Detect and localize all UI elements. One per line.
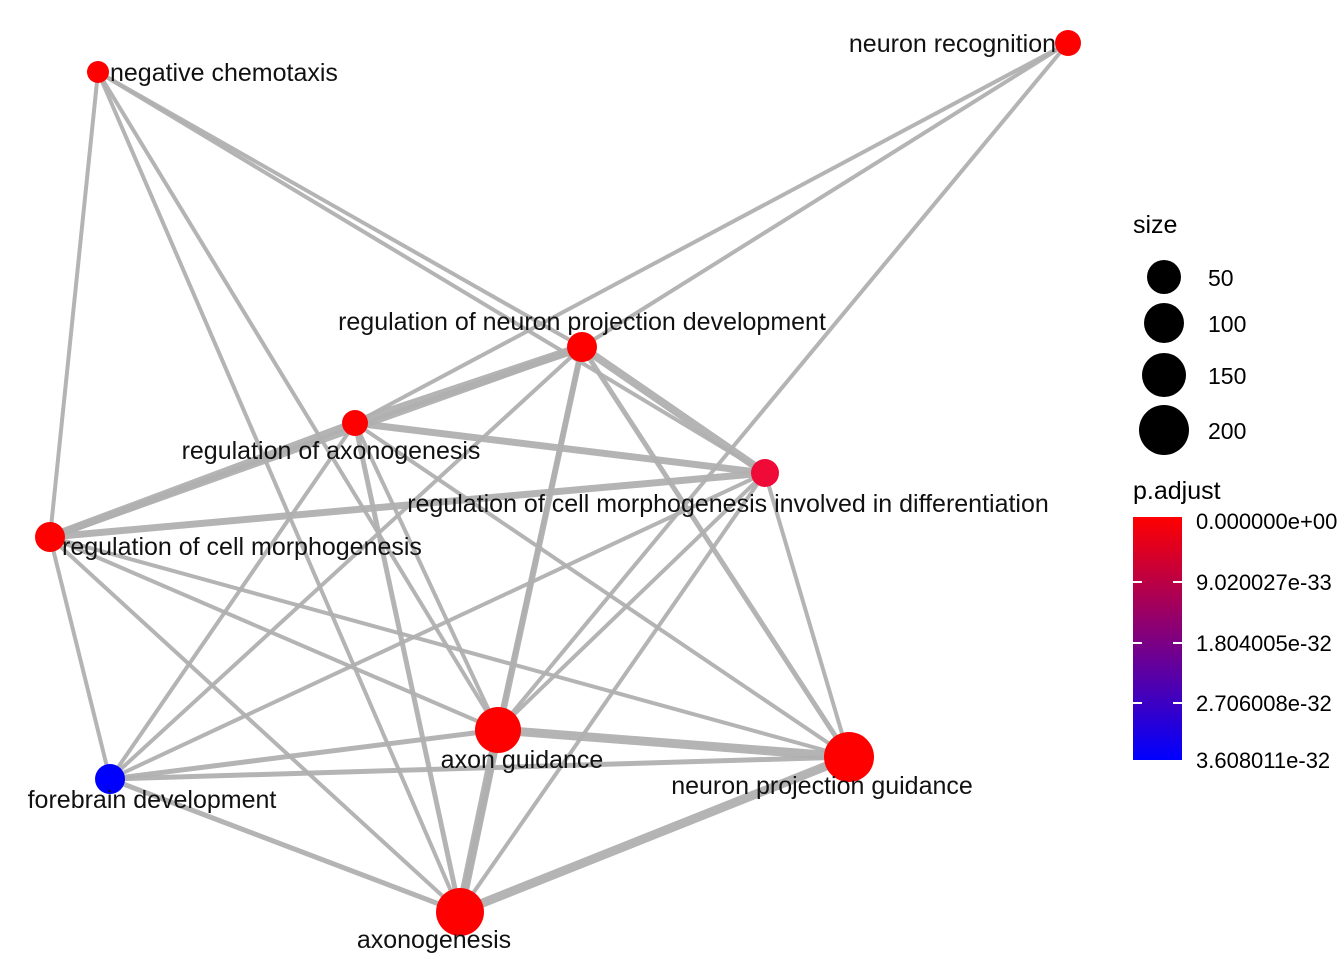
size-legend-title: size [1133, 211, 1177, 239]
network-edge [353, 422, 500, 731]
network-edge [48, 419, 357, 541]
network-edge [352, 422, 463, 913]
network-edge [455, 729, 503, 913]
network-edge [109, 727, 499, 782]
node-label-regulation-of-axonogenesis: regulation of axonogenesis [182, 437, 481, 465]
network-edge [109, 471, 766, 781]
padjust-colorbar [1133, 517, 1182, 760]
node-label-axon-guidance: axon guidance [441, 746, 604, 774]
node-label-layer: negative chemotaxis neuron recognition reg… [28, 30, 1056, 954]
colorbar-tick-label: 1.804005e-32 [1196, 631, 1332, 656]
node-layer [35, 30, 1081, 936]
network-node-regulation-of-axonogenesis[interactable] [342, 410, 368, 436]
network-edge [763, 472, 851, 758]
node-label-forebrain-development: forebrain development [28, 786, 277, 814]
network-edge [109, 776, 461, 915]
network-node-regulation-of-neuron-projection-development[interactable] [567, 332, 597, 362]
size-legend-label-200: 200 [1208, 418, 1246, 444]
colorbar-tick-label: 9.020027e-33 [1196, 570, 1332, 595]
size-legend-label-50: 50 [1208, 265, 1234, 291]
node-label-neuron-recognition: neuron recognition [849, 30, 1056, 58]
network-edge [96, 70, 500, 732]
colorbar-tick-label: 2.706008e-32 [1196, 691, 1332, 716]
network-edge [496, 471, 767, 732]
network-edge [108, 345, 584, 781]
network-edge [48, 536, 112, 780]
edge-layer [48, 41, 1070, 917]
network-edge [48, 71, 100, 538]
network-edge [579, 345, 852, 759]
size-legend-key-100 [1144, 303, 1184, 343]
size-legend: size 50 100 150 200 [1133, 211, 1246, 455]
size-legend-label-150: 150 [1208, 363, 1246, 389]
node-label-axonogenesis: axonogenesis [357, 926, 511, 954]
node-label-regulation-of-cell-morphogenesis: regulation of cell morphogenesis [62, 533, 422, 561]
network-edge [458, 471, 767, 914]
network-node-regulation-of-cell-morphogenesis-involved-in-differentiation[interactable] [751, 459, 779, 487]
node-label-negative-chemotaxis: negative chemotaxis [110, 59, 338, 87]
colorbar-tick-label: 0.000000e+00 [1196, 509, 1337, 534]
network-edge [108, 421, 357, 781]
network-node-neuron-projection-guidance[interactable] [824, 732, 874, 782]
network-node-axon-guidance[interactable] [475, 707, 521, 753]
network-edge [354, 41, 1069, 425]
colorbar-tick-label: 3.608011e-32 [1196, 748, 1330, 773]
network-node-forebrain-development[interactable] [95, 764, 125, 794]
node-label-regulation-of-neuron-projection-development: regulation of neuron projection developm… [338, 308, 826, 336]
network-node-neuron-recognition[interactable] [1055, 30, 1081, 56]
size-legend-key-50 [1147, 260, 1181, 294]
network-node-axonogenesis[interactable] [436, 888, 484, 936]
size-legend-key-150 [1142, 353, 1186, 397]
network-edge [580, 41, 1070, 349]
network-edge [49, 535, 850, 759]
network-edge [49, 469, 766, 541]
network-edge [97, 70, 583, 349]
node-label-regulation-of-cell-morphogenesis-involved-in-differentiation: regulation of cell morphogenesis involve… [407, 490, 1049, 518]
network-edge [96, 70, 767, 475]
node-label-neuron-projection-guidance: neuron projection guidance [671, 772, 973, 800]
network-edge [497, 725, 850, 762]
network-edge [458, 752, 851, 917]
network-node-regulation-of-cell-morphogenesis[interactable] [35, 522, 65, 552]
network-edge [579, 343, 768, 477]
padjust-legend-title: p.adjust [1133, 477, 1221, 505]
network-edge [354, 419, 766, 477]
network-edge [48, 535, 462, 914]
size-legend-key-200 [1139, 405, 1189, 455]
network-edge [353, 421, 851, 759]
padjust-colorbar-legend: p.adjust 0.000000e+00 9.020027e-33 1.804005… [1133, 477, 1337, 773]
size-legend-label-100: 100 [1208, 311, 1246, 337]
network-edge [109, 754, 850, 782]
network-edge [496, 41, 1070, 732]
network-edge [49, 535, 499, 732]
network-node-negative-chemotaxis[interactable] [87, 61, 109, 83]
